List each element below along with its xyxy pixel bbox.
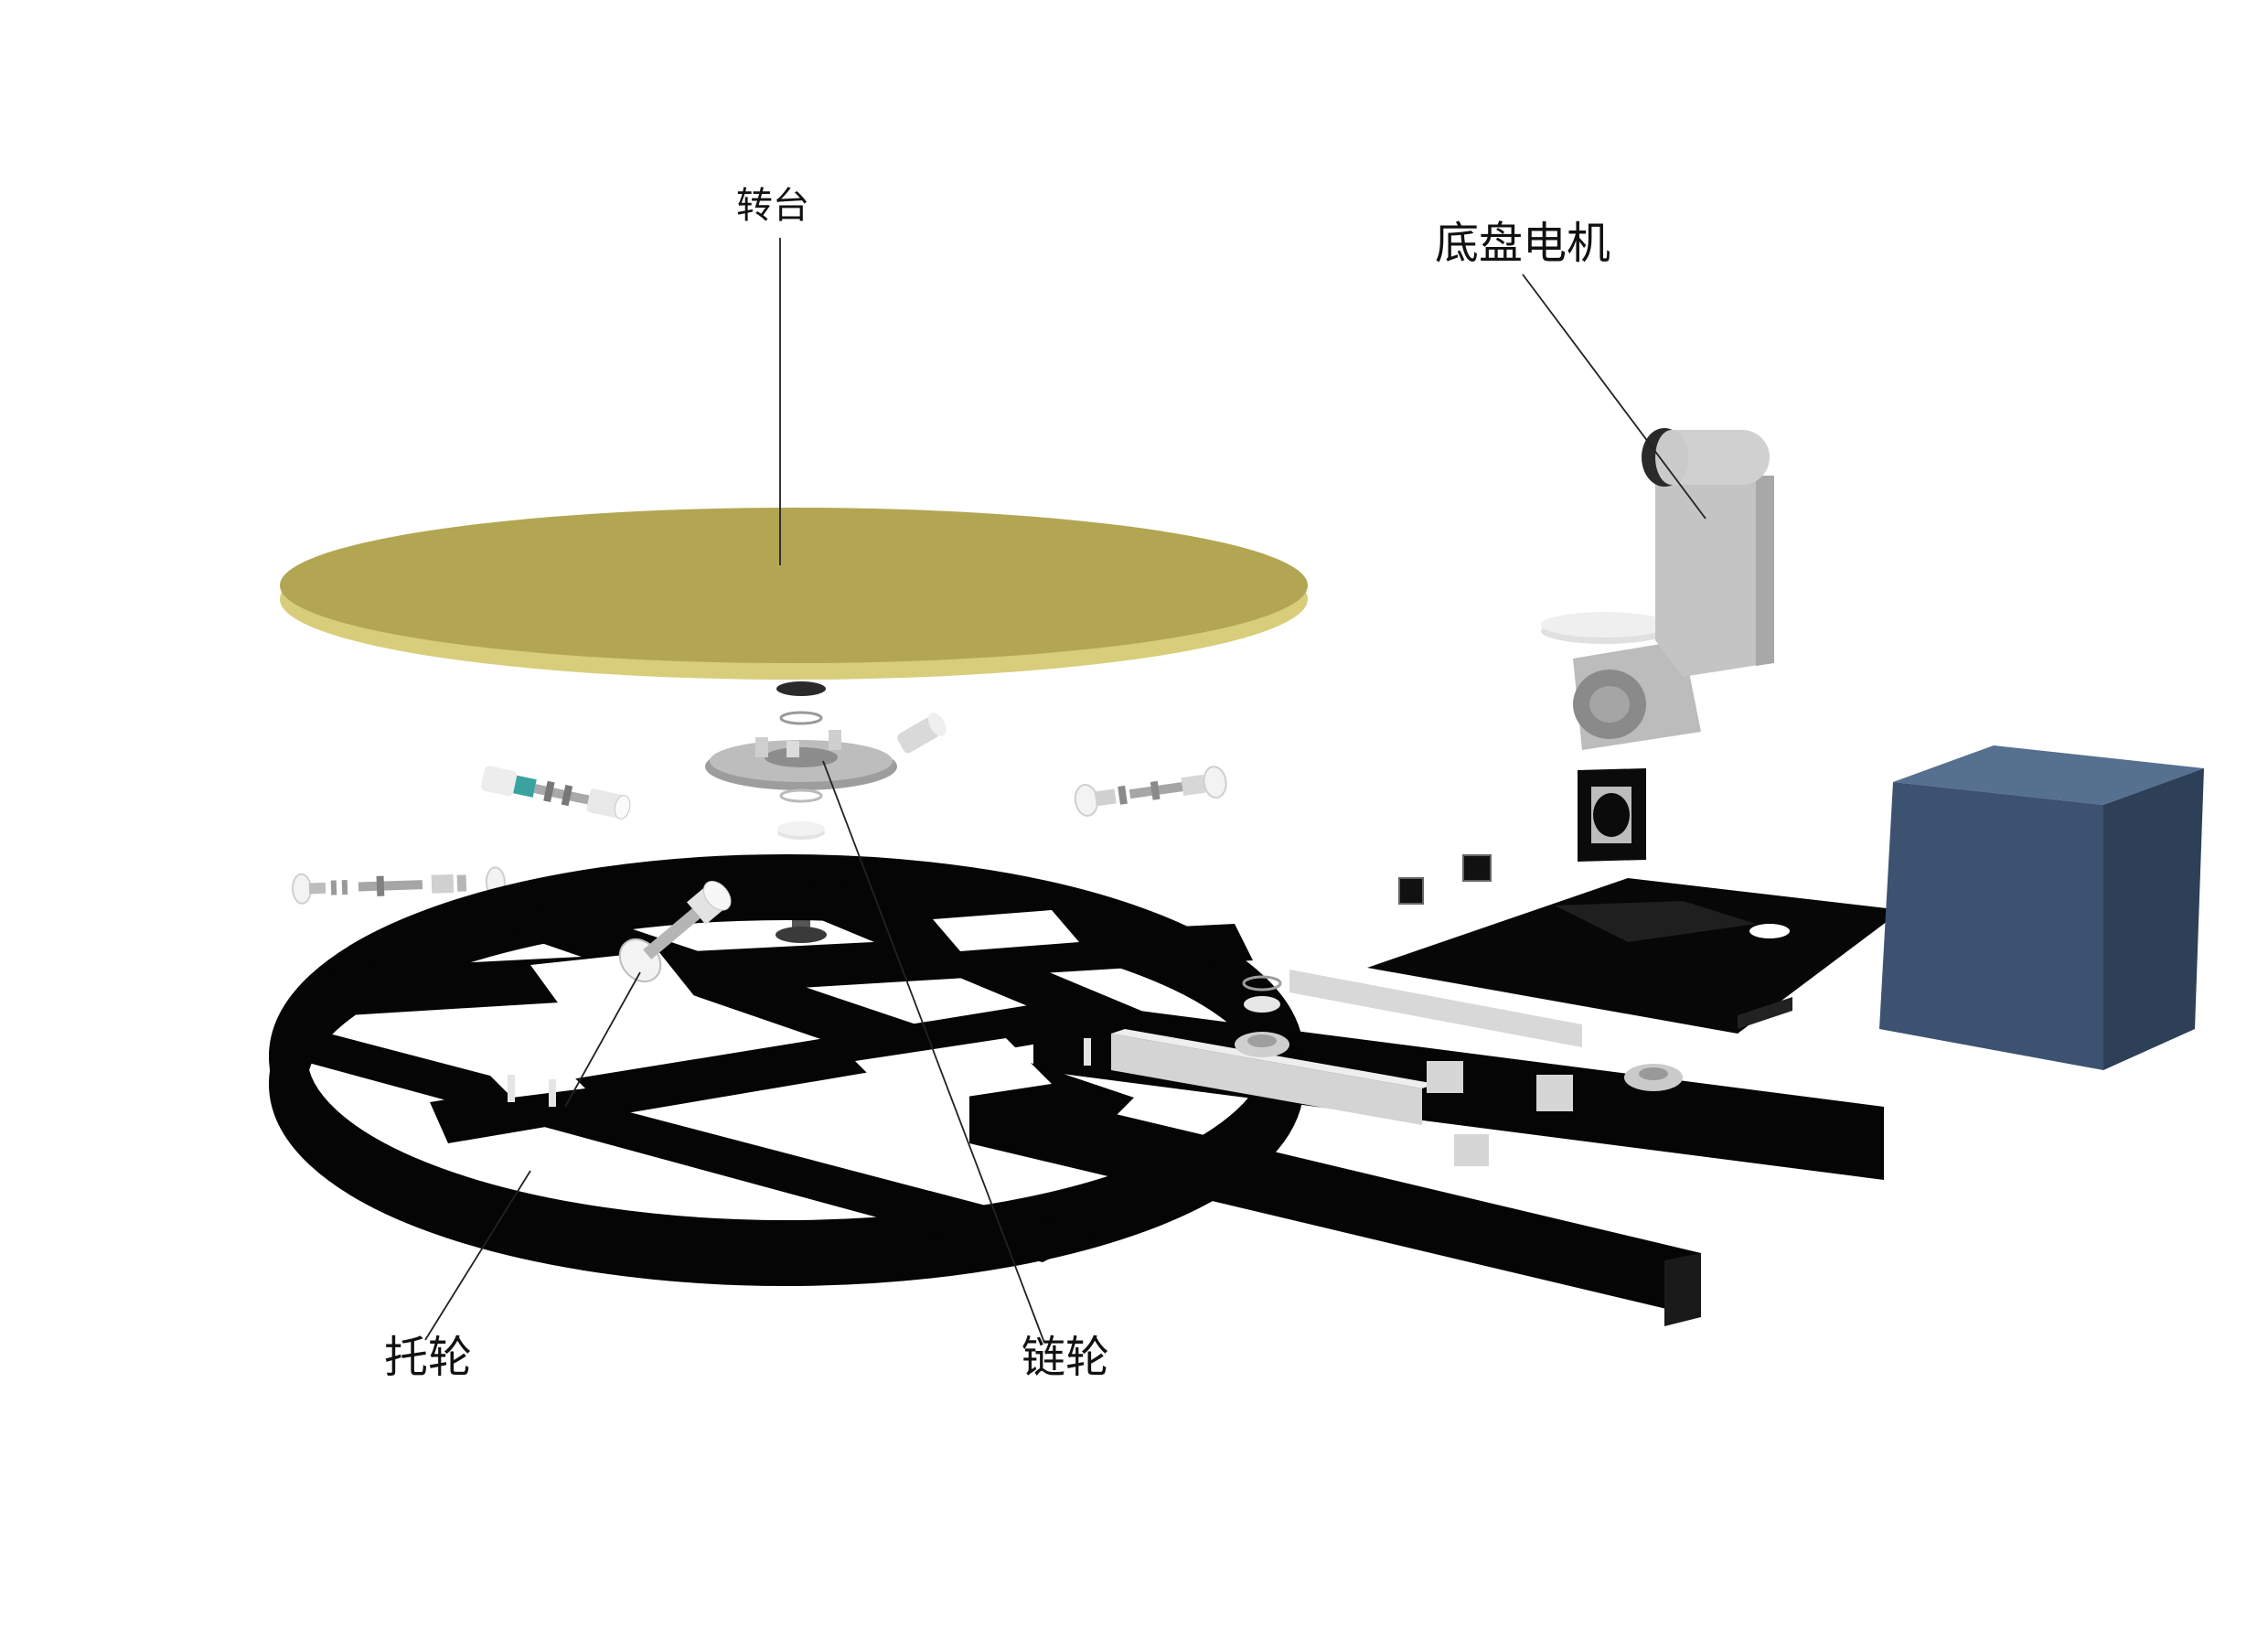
motor-mount-plate: [1367, 854, 1902, 1034]
support-wheel-part: [618, 880, 732, 983]
frame-sprockets: [1235, 975, 1683, 1091]
support-wheel-label: 托轮: [384, 1332, 472, 1383]
control-box: [1879, 745, 2204, 1070]
roller-assembly-lower-left: [291, 866, 506, 905]
roller-assembly-upper-left: [481, 766, 631, 820]
sprocket-leader-line: [822, 760, 1045, 1344]
motor-flange: [1578, 768, 1646, 862]
support-wheel-leader-line-upper: [564, 971, 641, 1108]
chassis-motor-leader-line: [1522, 273, 1706, 520]
turntable-disc: [280, 508, 1308, 680]
sprocket-label: 链轮: [1022, 1332, 1109, 1383]
chassis-motor-label: 底盘电机: [1435, 218, 1610, 269]
chassis-motor: [1541, 428, 1774, 750]
support-wheel-leader-line-lower: [424, 1170, 531, 1341]
tensioner-bars: [1111, 970, 1582, 1166]
roller-assembly-right: [1074, 766, 1227, 817]
turntable-label: 转台: [736, 185, 809, 227]
